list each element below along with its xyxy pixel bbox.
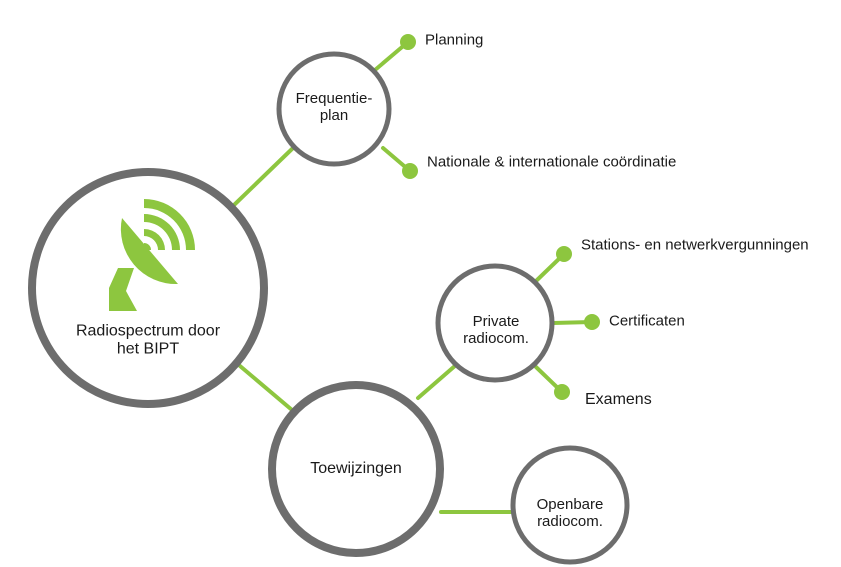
leaf-dot-examens [554,384,570,400]
node-private-label: Private radiocom. [463,313,529,348]
leaf-label-examens: Examens [585,391,652,408]
leaf-dot-certificaten [584,314,600,330]
openbare-label-line2: radiocom. [537,513,603,530]
node-root [28,168,268,408]
connector-toewijzingen-private [416,363,458,400]
connector-root-frequentieplan [231,146,295,208]
satellite-dish-icon [109,199,195,311]
root-label-line2: het BIPT [116,341,180,358]
node-openbare [510,445,630,565]
leaf-label-planning: Planning [425,31,484,49]
node-frequentieplan-label: Frequentie- plan [296,90,373,125]
leaf-dot-planning [400,34,416,50]
node-private [435,263,555,383]
node-frequentieplan [276,51,392,167]
frequentieplan-label-line2: plan [319,107,349,124]
node-toewijzingen [268,381,444,557]
leaf-dot-coordinatie [402,163,418,179]
node-root-label: Radiospectrum door het BIPT [76,323,220,360]
openbare-label-line1: Openbare [536,495,604,513]
private-label-line1: Private [472,312,520,330]
connector-root-toewijzingen [238,364,294,412]
leaf-dot-stations [556,246,572,262]
private-label-line2: radiocom. [463,330,529,347]
toewijzingen-label: Toewijzingen [310,459,402,477]
node-toewijzingen-label: Toewijzingen [310,460,402,478]
leaf-label-certificaten: Certificaten [609,312,685,330]
leaf-label-stations: Stations- en netwerkvergunningen [581,236,809,254]
root-label-line1: Radiospectrum door [75,322,221,340]
frequentieplan-label-line1: Frequentie- [295,89,373,107]
node-openbare-label: Openbare radiocom. [537,496,604,531]
leaf-label-coordinatie: Nationale & internationale coördinatie [427,153,677,171]
